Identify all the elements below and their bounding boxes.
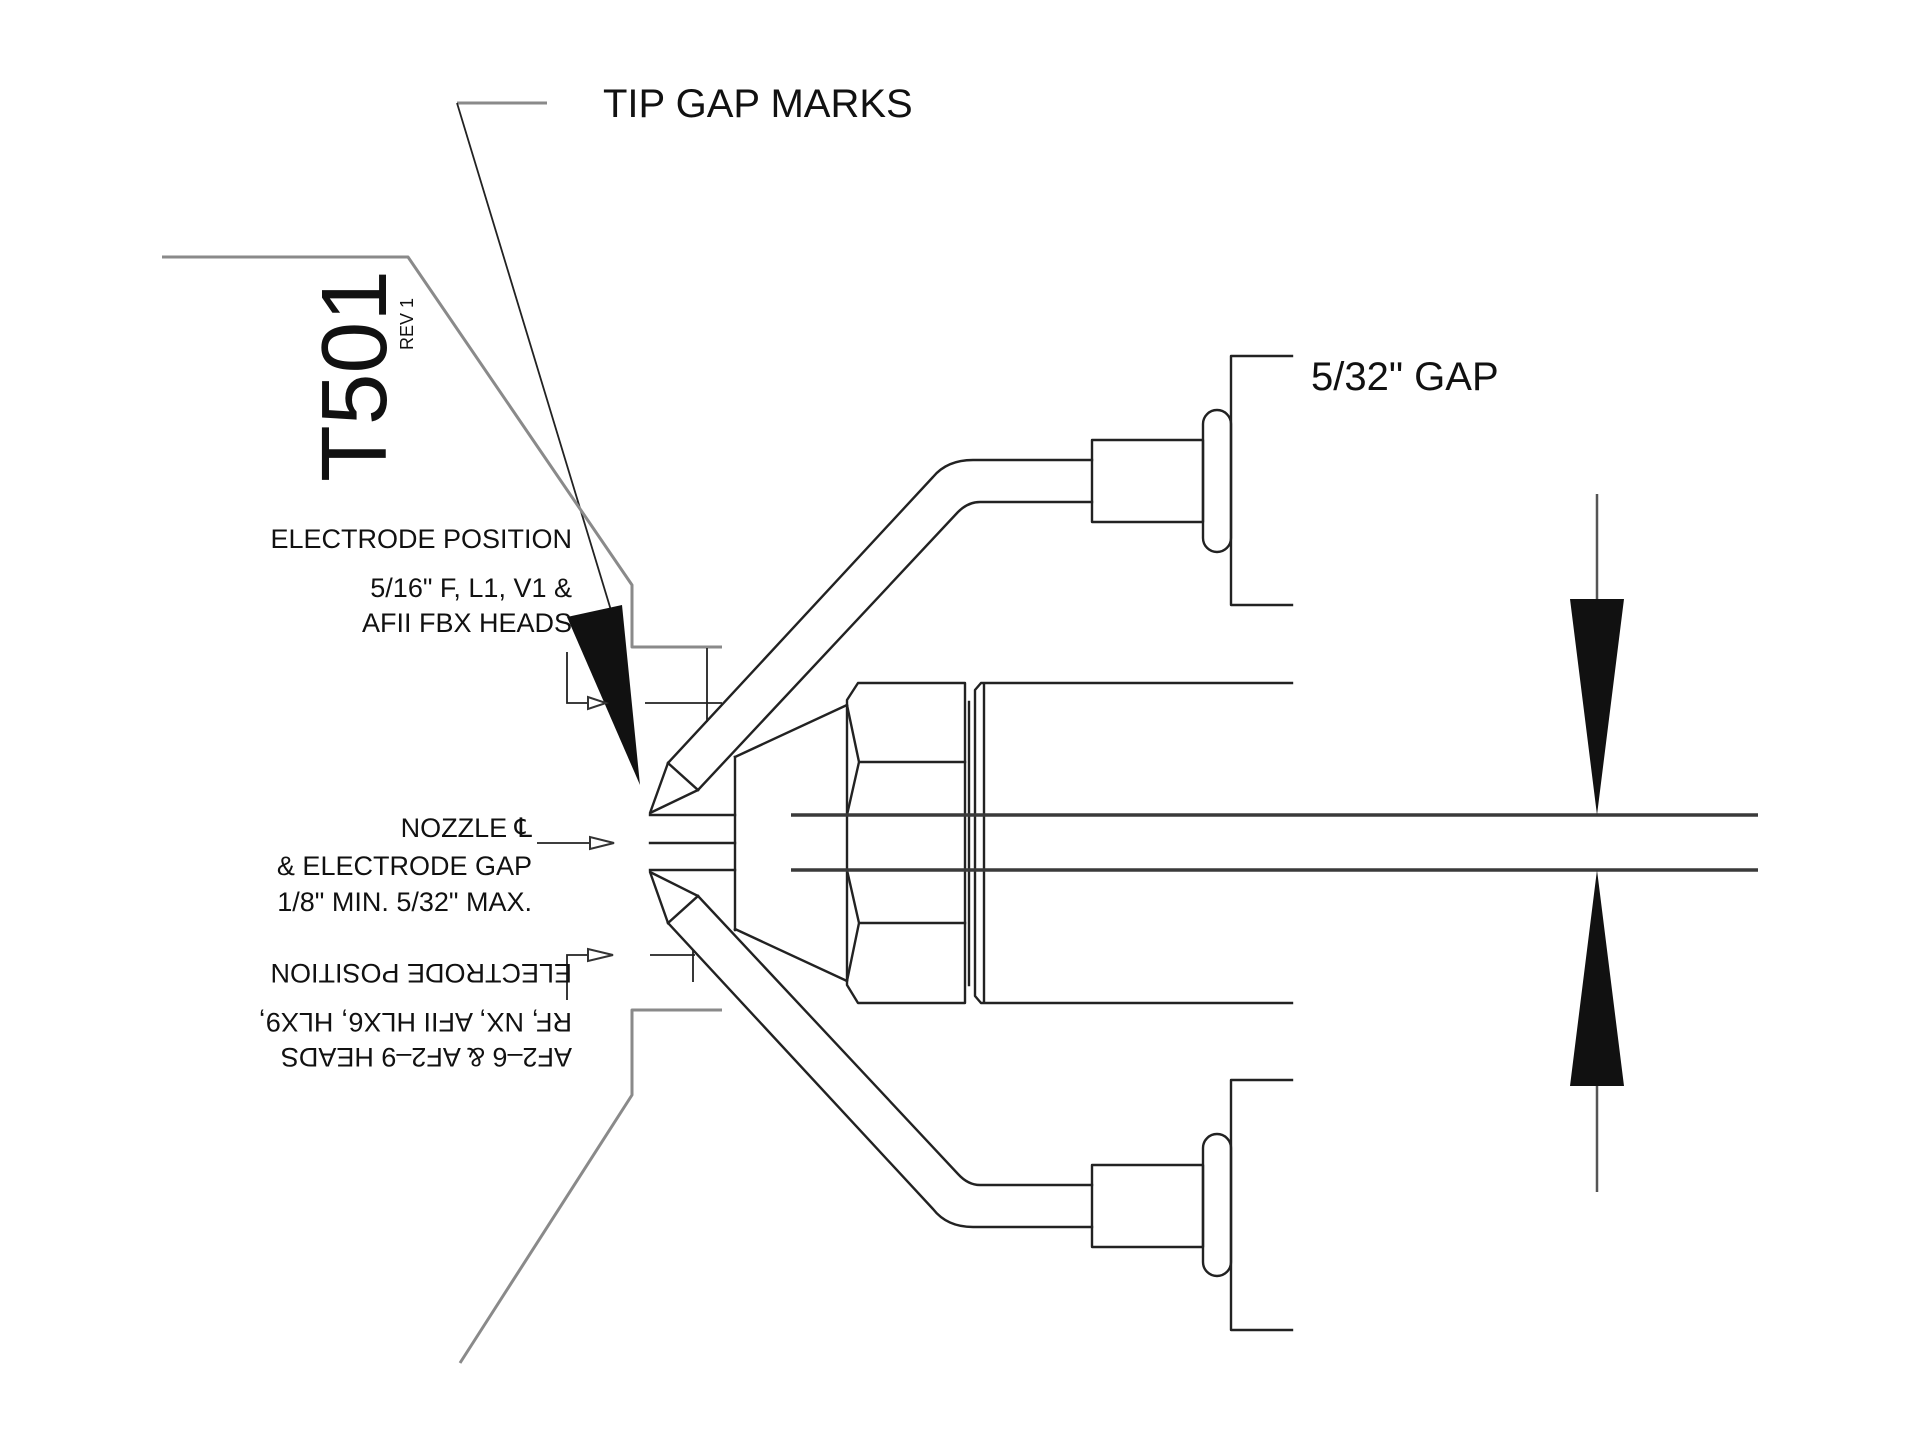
lower-electrode: [648, 870, 1233, 1278]
hex-nut-flats: [845, 703, 967, 983]
upper-position-arrow-icon: [587, 695, 610, 711]
lower-position-arrow-icon: [587, 947, 614, 963]
lower-position-heads-2: AF2–6 & AF2–9 HEADS: [281, 1042, 572, 1072]
lower-position-heads-1: RF, NX, AFII HLX6, HLX9,: [258, 1007, 572, 1037]
tip-gap-marks-callout: TIP GAP MARKS: [456, 82, 913, 785]
upper-electrode-tip: [648, 761, 700, 815]
upper-terminal-cap: [1201, 408, 1233, 554]
nozzle-cone: [733, 703, 849, 983]
lower-electrode-tip: [648, 870, 700, 925]
tip-gap-arrowhead-icon: [567, 605, 640, 785]
tip-gap-leader-line: [456, 102, 621, 641]
lower-position-callout: AF2–6 & AF2–9 HEADS RF, NX, AFII HLX6, H…: [258, 947, 722, 1364]
tip-gap-marks-label: TIP GAP MARKS: [603, 82, 913, 126]
lower-position-title: ELECTRODE POSITION: [270, 958, 572, 988]
lower-terminal-cap: [1201, 1132, 1233, 1278]
revision-label: REV 1: [397, 298, 417, 350]
part-number: T501: [302, 270, 406, 482]
upper-position-leader: [162, 255, 722, 649]
dimension-arrow-down-icon: [1570, 599, 1624, 815]
upper-position-pointer: [566, 652, 588, 704]
dimension-arrow-up-icon: [1570, 870, 1624, 1086]
nozzle-label-3: 1/8" MIN. 5/32" MAX.: [277, 887, 532, 917]
nozzle-pointer-arrow-icon: [589, 835, 615, 851]
nozzle-label-1: NOZZLE ℄: [401, 813, 533, 843]
upper-electrode: [648, 408, 1233, 815]
terminal-gap-callout: 5/32" GAP: [1229, 354, 1499, 1332]
nozzle-centerline-callout: NOZZLE ℄ & ELECTRODE GAP 1/8" MIN. 5/32"…: [277, 813, 615, 917]
upper-position-title: ELECTRODE POSITION: [270, 524, 572, 554]
nozzle-label-2: & ELECTRODE GAP: [277, 851, 532, 881]
upper-position-heads-1: 5/16" F, L1, V1 &: [370, 573, 572, 603]
lower-electrode-rod: [666, 894, 1094, 1229]
upper-terminal-body: [1090, 438, 1205, 524]
nozzle-assembly: [648, 681, 1758, 1005]
upper-position-heads-2: AFII FBX HEADS: [362, 608, 572, 638]
lower-position-pointer: [566, 954, 588, 1000]
upper-gap-bracket: [1229, 354, 1294, 607]
lower-position-leader: [458, 1008, 722, 1364]
nozzle-hex-nut: [845, 681, 967, 1005]
lower-gap-bracket: [1229, 1078, 1294, 1332]
electrode-gap-dimension: [1570, 494, 1624, 1192]
part-number-block: T501 REV 1: [302, 270, 417, 482]
lower-terminal-body: [1090, 1163, 1205, 1249]
terminal-gap-label: 5/32" GAP: [1311, 355, 1499, 399]
nozzle-adapter-body: [973, 681, 1294, 1005]
upper-electrode-rod: [666, 458, 1094, 792]
upper-position-callout: ELECTRODE POSITION 5/16" F, L1, V1 & AFI…: [162, 255, 722, 722]
